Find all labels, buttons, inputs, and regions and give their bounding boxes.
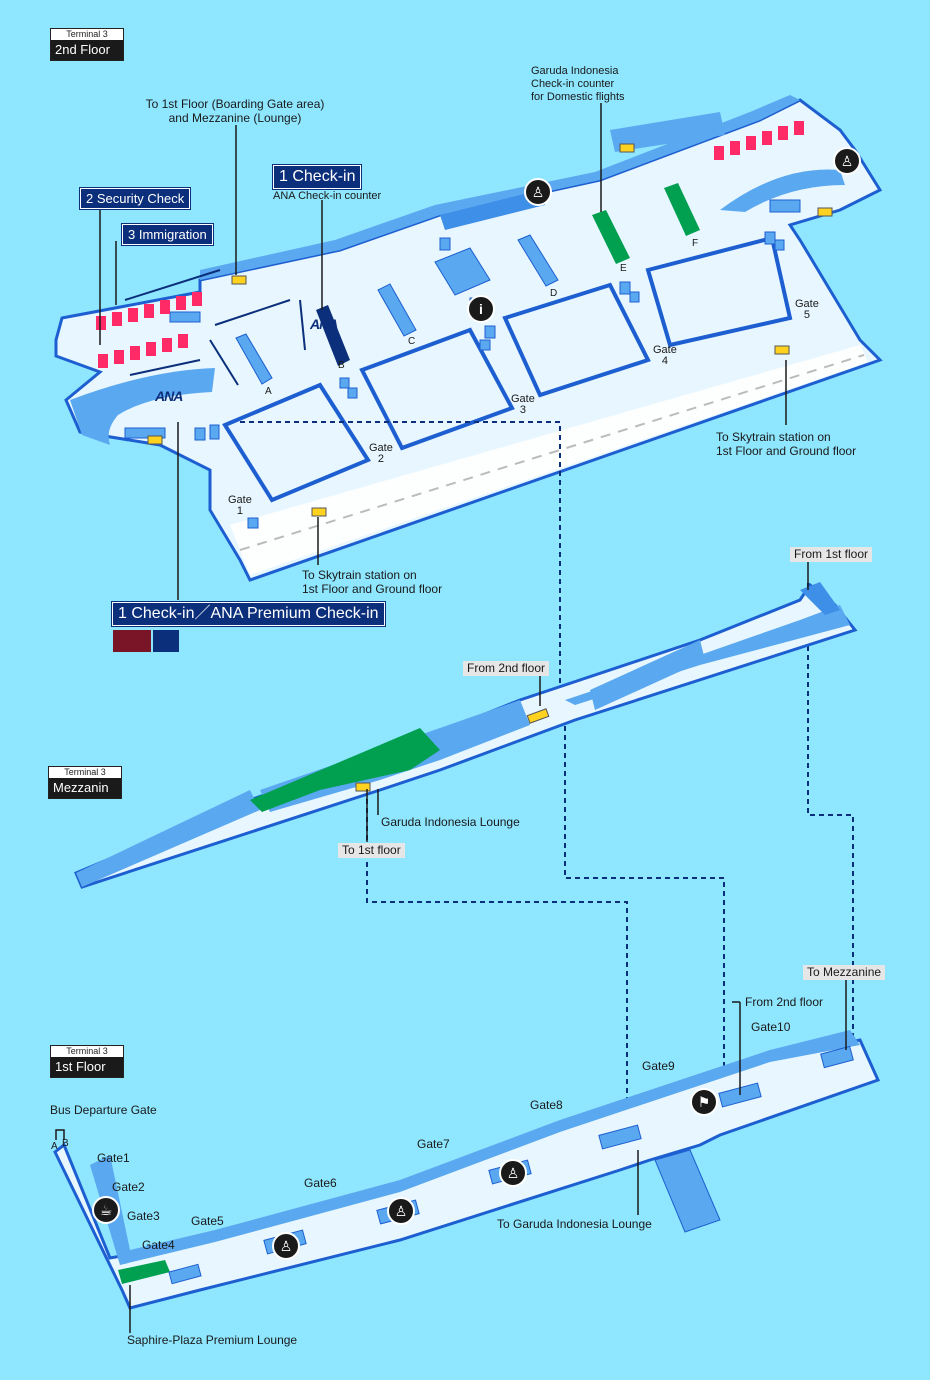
counter-E [592, 210, 630, 264]
step-security: 2 Security Check [78, 187, 192, 210]
from-second-floor-label: From 2nd floor [745, 995, 824, 1009]
first-floor-map [53, 980, 881, 1333]
escalator-icons [147, 143, 833, 517]
gate-1f-1: Gate1 [97, 1151, 130, 1165]
second-floor-map [54, 95, 883, 600]
counter-cube [434, 247, 491, 296]
gate-1f-7: Gate7 [417, 1137, 450, 1151]
counter-label-b: B [338, 360, 345, 371]
gate-1f-9: Gate9 [642, 1059, 675, 1073]
bus-gate-label: Bus Departure Gate [50, 1103, 157, 1117]
restroom-icon: ♙ [272, 1232, 300, 1260]
counter-F [664, 183, 700, 236]
restroom-icon: ♙ [524, 178, 552, 206]
to-mezzanine-tag: To Mezzanine [803, 965, 886, 980]
restroom-icon: ♙ [499, 1159, 527, 1187]
diamond-card-icon [113, 630, 151, 652]
right-lounge-wall [720, 169, 845, 212]
to-first-floor-tag: To 1st floor [338, 843, 405, 858]
holdroom-3-4 [502, 282, 651, 398]
saphire-lounge-label: Saphire-Plaza Premium Lounge [127, 1333, 298, 1347]
floor-badge-2f: Terminal 3 2nd Floor [50, 28, 124, 61]
counter-label-f: F [692, 238, 699, 249]
flow-arrows [124, 269, 306, 386]
gate-1f-5: Gate5 [191, 1214, 224, 1228]
step-checkin-premium: 1 Check-in／ANA Premium Check-in [111, 601, 386, 627]
floor-badge-mezz: Terminal 3 Mezzanin [48, 766, 122, 799]
counter-label-a: A [265, 386, 272, 397]
platinum-card-icon [153, 630, 179, 652]
terminal-label: Terminal 3 [66, 29, 108, 39]
gate-1f-10: Gate10 [751, 1020, 791, 1034]
from-second-floor-tag: From 2nd floor [463, 661, 550, 676]
from-first-floor-tag: From 1st floor [790, 547, 873, 562]
counter-D [517, 234, 559, 287]
first-floor-annex [654, 1149, 721, 1233]
counter-B [316, 305, 350, 366]
counter-C [377, 283, 417, 337]
holdroom-1-2 [222, 382, 371, 503]
floor-badge-1f: Terminal 3 1st Floor [50, 1045, 124, 1078]
restroom-icon: ♙ [387, 1197, 415, 1225]
info-icon: i [467, 295, 495, 323]
north-wall [200, 95, 800, 280]
mezzanine-map [74, 562, 858, 889]
counter-label-e: E [620, 263, 627, 274]
gate-1f-6: Gate6 [304, 1176, 337, 1190]
counter-A [235, 333, 273, 385]
counter-label-d: D [550, 288, 558, 299]
apron-strip [230, 345, 868, 575]
counter-label-c: C [408, 336, 416, 347]
garuda-lounge [250, 728, 440, 812]
smoking-area-icon: ☕ [92, 1196, 120, 1224]
to-garuda-lounge-label: To Garuda Indonesia Lounge [497, 1217, 652, 1231]
garuda-lounge-label: Garuda Indonesia Lounge [381, 815, 520, 829]
ana-logo: ANA [155, 388, 183, 404]
skytrain-right-note: To Skytrain station on 1st Floor and Gro… [716, 430, 857, 458]
garuda-checkin-note: Garuda Indonesia Check-in counter for Do… [531, 65, 625, 103]
gate-1f-4: Gate4 [142, 1238, 175, 1252]
bus-gate-b: B [62, 1138, 69, 1149]
ana-counter-label: ANA Check-in counter [273, 190, 382, 202]
saphire-lounge [118, 1260, 170, 1284]
bus-gate-a: A [51, 1141, 58, 1152]
to-first-floor-note: To 1st Floor (Boarding Gate area) and Me… [145, 97, 325, 125]
left-lounge-wall [70, 368, 215, 445]
premium-cards [113, 630, 179, 652]
first-floor-slab [53, 1038, 881, 1310]
step-checkin: 1 Check-in [271, 164, 363, 190]
skytrain-left-note: To Skytrain station on 1st Floor and Gro… [302, 568, 443, 596]
floor-name: 2nd Floor [51, 40, 123, 60]
gate-1f-8: Gate8 [530, 1098, 563, 1112]
holdroom-4-5 [645, 235, 793, 348]
gate-1f-3: Gate3 [127, 1209, 160, 1223]
restroom-icon: ♙ [833, 147, 861, 175]
shuttle-icon: ⚑ [690, 1088, 718, 1116]
first-floor-north-wall [90, 1030, 860, 1265]
ana-logo: ANA [310, 316, 338, 332]
step-immigration: 3 Immigration [121, 223, 214, 246]
gate-1f-2: Gate2 [112, 1180, 145, 1194]
security-lanes [96, 121, 804, 368]
